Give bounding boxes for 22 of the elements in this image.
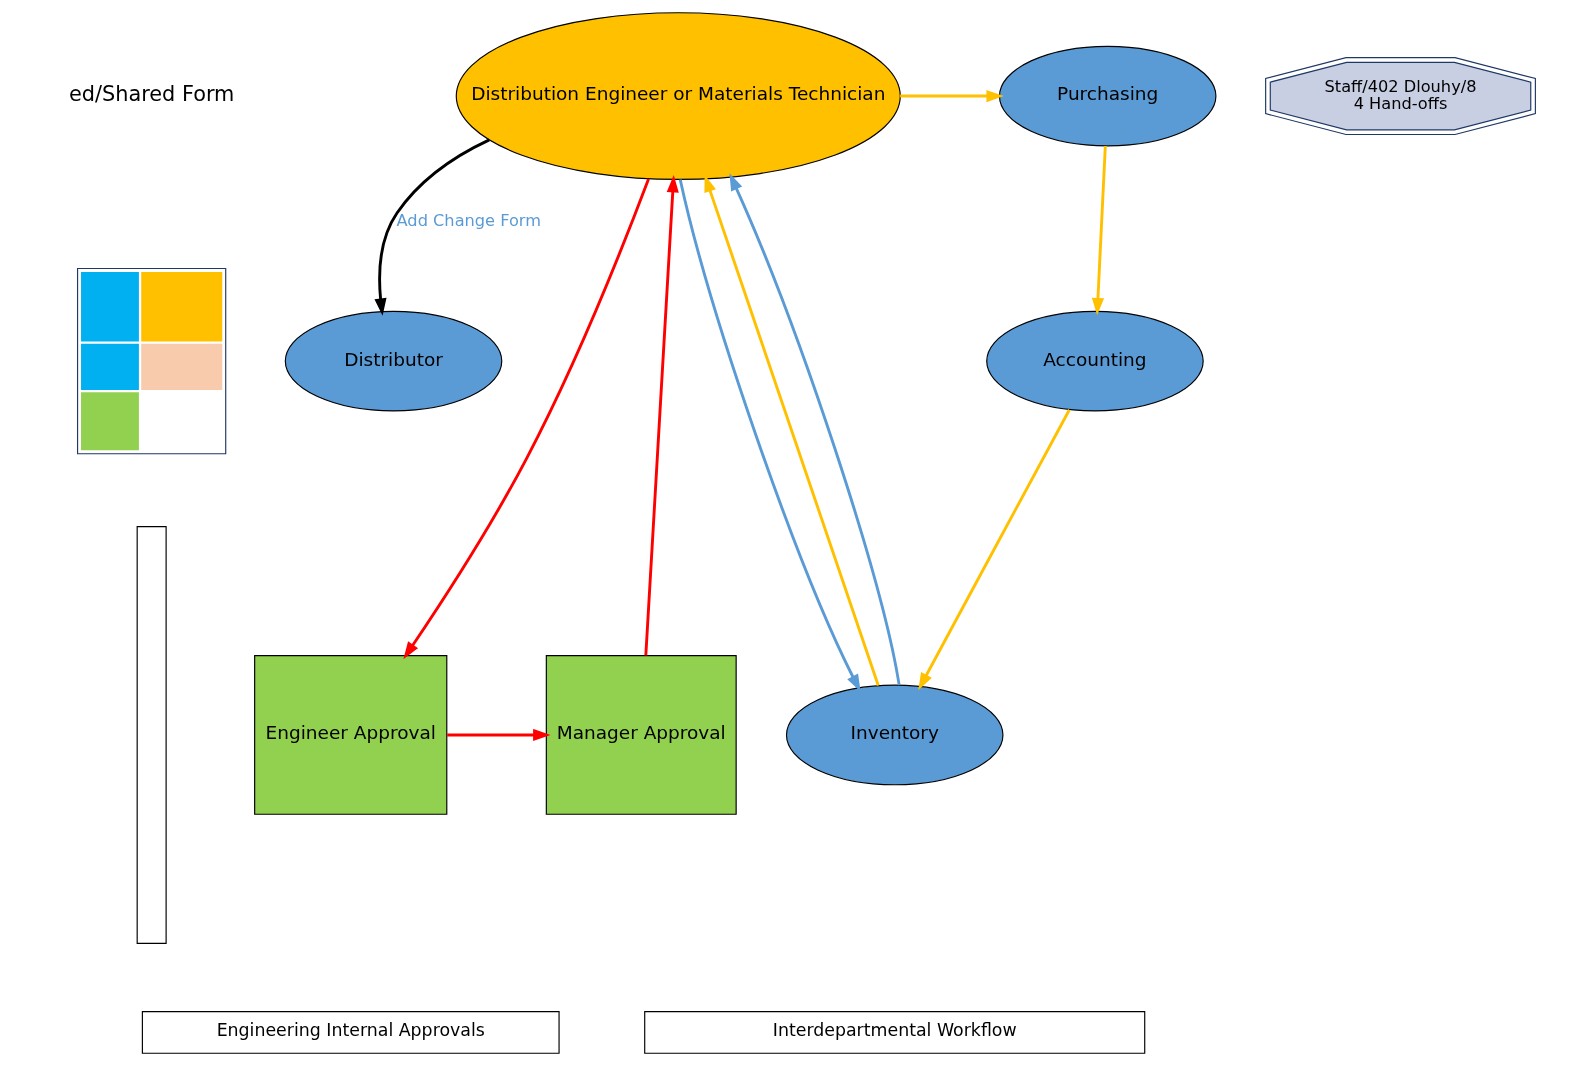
arrow bbox=[729, 173, 901, 686]
arrow bbox=[374, 138, 490, 316]
node-ellipse: Distribution Engineer or Materials Technician bbox=[455, 12, 901, 180]
node-box: Engineering Internal Approvals bbox=[141, 1011, 560, 1054]
node-box: Manager Approval bbox=[545, 655, 737, 815]
arrow bbox=[918, 409, 1071, 691]
node-ellipse: Accounting bbox=[986, 310, 1204, 412]
arrow bbox=[447, 728, 551, 742]
arrow bbox=[644, 175, 679, 656]
edge-label: Add Change Form bbox=[396, 210, 541, 230]
arrow bbox=[900, 90, 1004, 103]
node-ellipse: Purchasing bbox=[998, 45, 1217, 147]
arrow bbox=[1091, 145, 1107, 316]
arrow bbox=[704, 174, 880, 686]
node-ellipse: Distributor bbox=[284, 310, 503, 412]
node-ellipse: Inventory bbox=[785, 684, 1004, 786]
arrow bbox=[678, 179, 861, 692]
node-box: Interdepartmental Workflow bbox=[644, 1011, 1146, 1054]
label: ed/Shared Form bbox=[68, 82, 235, 107]
node-bar bbox=[136, 526, 167, 944]
arrow bbox=[403, 178, 650, 660]
node-box: Engineer Approval bbox=[254, 655, 448, 815]
